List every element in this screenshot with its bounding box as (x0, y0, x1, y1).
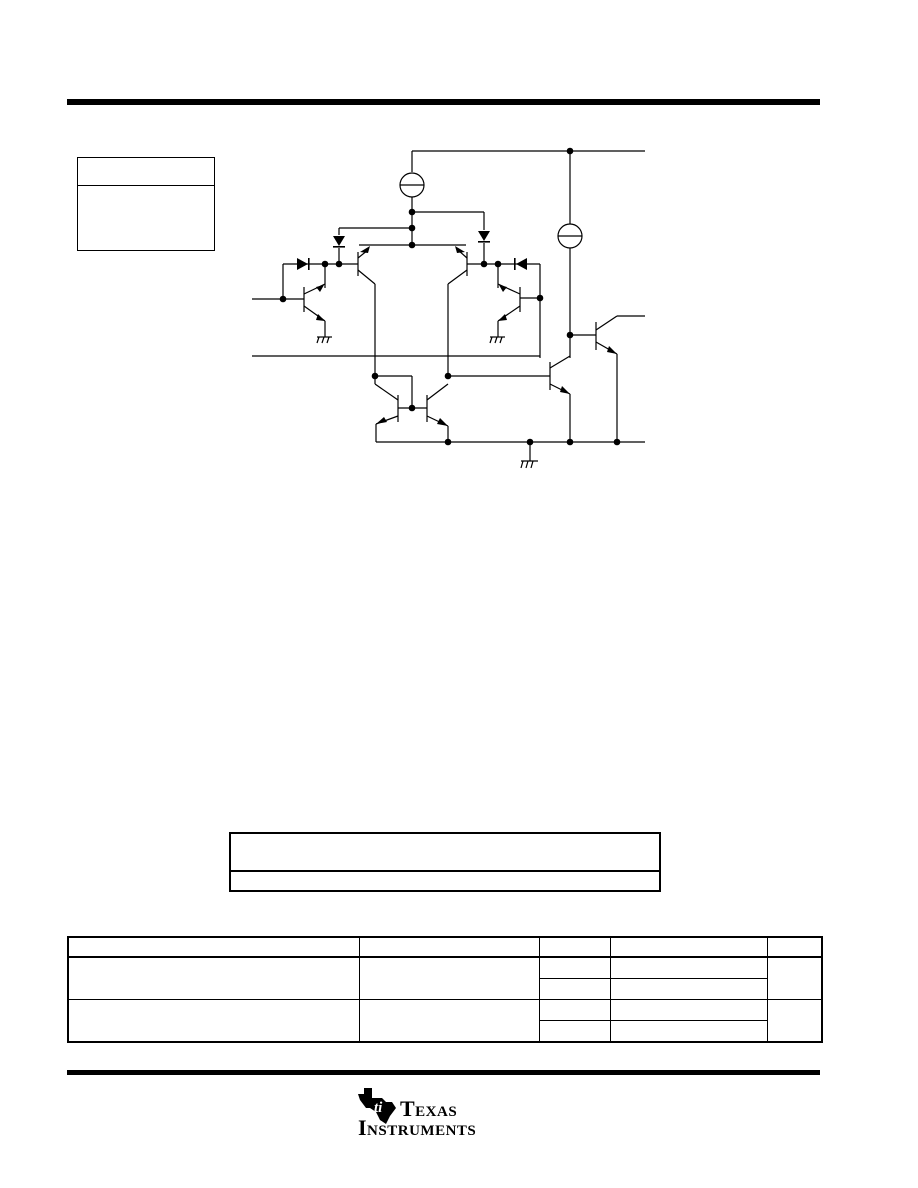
table-cell (358, 956, 540, 1000)
legend-box-divider (78, 185, 214, 186)
svg-text:ti: ti (374, 1100, 383, 1116)
table-header-cell (67, 936, 360, 958)
logo-wordmark: Texas Instruments (358, 1096, 476, 1139)
table-header-row (67, 936, 823, 958)
table-cell (538, 1020, 611, 1043)
table-cell (538, 999, 611, 1021)
table-header-cell (609, 936, 768, 958)
spec-table (67, 936, 823, 1043)
table-header-cell (358, 936, 540, 958)
section-box (229, 832, 661, 892)
equivalent-schematic (252, 147, 645, 469)
table-cell (67, 999, 360, 1043)
section-box-divider (231, 870, 659, 872)
table-header-cell (538, 936, 611, 958)
table-row (68, 978, 822, 1000)
table-header-cell (766, 936, 823, 958)
table-cell (766, 999, 823, 1043)
table-cell (67, 956, 360, 1000)
logo-line-2: Instruments (358, 1115, 477, 1140)
table-cell (609, 1020, 768, 1043)
table-row (68, 1020, 822, 1043)
table-cell (609, 956, 768, 979)
legend-box (77, 157, 215, 251)
table-row (67, 956, 823, 1000)
table-cell (538, 978, 611, 1000)
texas-instruments-logo: ti Texas Instruments (356, 1084, 526, 1142)
table-cell (609, 999, 768, 1021)
table-cell (538, 956, 611, 979)
table-row (67, 999, 823, 1043)
table-cell (358, 999, 540, 1043)
texas-state-icon: ti (358, 1088, 396, 1124)
logo-line-1: Texas (400, 1096, 458, 1121)
header-rule (67, 99, 820, 105)
footer-rule (67, 1070, 820, 1075)
table-cell (766, 956, 823, 1000)
table-cell (609, 978, 768, 1000)
